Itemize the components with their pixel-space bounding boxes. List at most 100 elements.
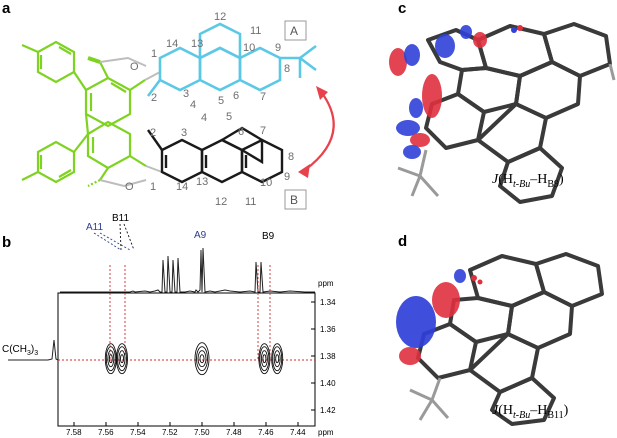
x-tick-label: 7.56: [98, 428, 114, 437]
svg-text:8: 8: [284, 63, 290, 75]
projection-1d: [60, 247, 315, 293]
box-A-label: A: [290, 24, 298, 38]
svg-text:10: 10: [260, 177, 272, 189]
peak-label-B9: B9: [262, 231, 275, 242]
oxepine-rings: [99, 56, 163, 188]
guide-lines: [58, 265, 315, 361]
svg-text:4: 4: [201, 112, 207, 124]
cross-peak-contour: [272, 346, 283, 372]
svg-text:3: 3: [183, 88, 189, 100]
svg-text:2: 2: [151, 92, 157, 104]
svg-text:14: 14: [166, 38, 178, 50]
panel-c-molecule: [389, 22, 616, 204]
svg-text:6: 6: [233, 90, 239, 102]
cross-peak-contour: [117, 346, 127, 372]
contour-plot-frame: [57, 292, 316, 427]
svg-text:9: 9: [275, 42, 281, 54]
cross-peak-contour: [197, 350, 207, 368]
panel-a-letter: a: [2, 0, 11, 17]
peak-label-B11: B11: [112, 213, 129, 224]
x-tick-label: 7.50: [194, 428, 210, 437]
cross-peak-contour: [104, 343, 117, 375]
y-tick-label: 1.42: [320, 406, 336, 415]
peak-label-A11: A11: [86, 222, 103, 233]
svg-text:6: 6: [238, 126, 244, 138]
cross-peak-contour: [107, 350, 115, 368]
svg-text:1: 1: [151, 48, 157, 60]
svg-text:12: 12: [214, 11, 226, 23]
panel-d-molecule: [396, 252, 604, 426]
cross-peak-contour: [105, 346, 116, 372]
cross-peak-contour: [260, 350, 268, 368]
x-axis-ppm-unit: ppm: [318, 428, 334, 437]
svg-text:14: 14: [176, 181, 188, 193]
x-tick-marks: [73, 422, 299, 426]
svg-text:5: 5: [226, 111, 232, 123]
nOe-arrow: [298, 86, 335, 178]
panel-b-nmr: A11 B11 A9 B9 ppm 1.34 1.36 1.38 1.40 1.…: [2, 213, 336, 437]
cross-peak-contour: [118, 350, 126, 368]
x-tick-label: 7.46: [258, 428, 274, 437]
panel-a-structure: O O 1 2 3 4: [21, 11, 335, 210]
cross-peak-contour: [273, 350, 281, 368]
panel-c-letter: c: [398, 0, 406, 17]
ring-numbers-B: 1 2 3 4 5 6 7 8 9 10 11 12 13 14: [150, 111, 294, 208]
peak-label-A9: A9: [194, 230, 207, 241]
ring-numbers-A: 1 2 3 4 5 6 7 8 9 10 11 12 13 14: [151, 11, 290, 111]
svg-text:11: 11: [250, 25, 261, 37]
svg-text:2: 2: [150, 127, 156, 139]
svg-text:5: 5: [218, 95, 224, 107]
tBu-projection: [8, 339, 59, 361]
y-tick-label: 1.38: [320, 352, 336, 361]
svg-text:13: 13: [191, 38, 203, 50]
cross-peak-contour: [120, 354, 124, 364]
pyrene-unit-B: [147, 126, 284, 184]
svg-text:8: 8: [288, 151, 294, 163]
box-B: [284, 189, 307, 210]
x-tick-label: 7.44: [290, 428, 306, 437]
y-tick-label: 1.36: [320, 325, 336, 334]
panel-d-coupling-label: J(Ht-Bu–HB11): [492, 403, 569, 421]
cross-peaks: [104, 342, 284, 376]
x-tick-label: 7.48: [226, 428, 242, 437]
svg-text:4: 4: [190, 99, 196, 111]
pyrene-unit-A: [146, 22, 317, 97]
cross-peak-contour: [262, 354, 267, 364]
svg-text:9: 9: [284, 171, 290, 183]
svg-text:3: 3: [181, 127, 187, 139]
box-A: [284, 20, 307, 41]
cross-peak-contour: [275, 354, 280, 364]
svg-text:12: 12: [215, 196, 227, 208]
y-tick-label: 1.34: [320, 298, 336, 307]
cross-peak-contour: [258, 343, 271, 375]
oxygen-bottom: O: [125, 181, 134, 193]
y-tick-marks: [311, 301, 315, 411]
svg-text:10: 10: [243, 42, 255, 54]
svg-text:7: 7: [260, 91, 266, 103]
svg-text:11: 11: [245, 196, 256, 208]
box-B-label: B: [290, 193, 298, 207]
tolyl-groups: [21, 40, 147, 187]
x-tick-label: 7.54: [130, 428, 146, 437]
panel-b-letter: b: [2, 234, 11, 251]
cross-peak-contour: [108, 354, 113, 364]
x-tick-label: 7.58: [66, 428, 82, 437]
cross-peak-contour: [199, 354, 205, 364]
cross-peak-contour: [196, 346, 208, 372]
panel-c-coupling-label: J(Ht-Bu–HB9): [492, 172, 564, 190]
cross-peak-contour: [116, 343, 128, 375]
svg-text:1: 1: [150, 181, 156, 193]
cross-peak-contour: [194, 342, 210, 376]
oxygen-top: O: [130, 61, 139, 73]
tBu-label: C(CH3)3: [2, 344, 38, 357]
cross-peak-contour: [259, 346, 270, 372]
svg-text:13: 13: [196, 176, 208, 188]
y-tick-label: 1.40: [320, 379, 336, 388]
svg-text:7: 7: [260, 125, 266, 137]
panel-d-letter: d: [398, 233, 407, 250]
x-tick-label: 7.52: [162, 428, 178, 437]
peak-label-connectors: [93, 223, 135, 251]
cross-peak-contour: [271, 343, 284, 375]
projection-ppm-unit: ppm: [318, 279, 334, 288]
